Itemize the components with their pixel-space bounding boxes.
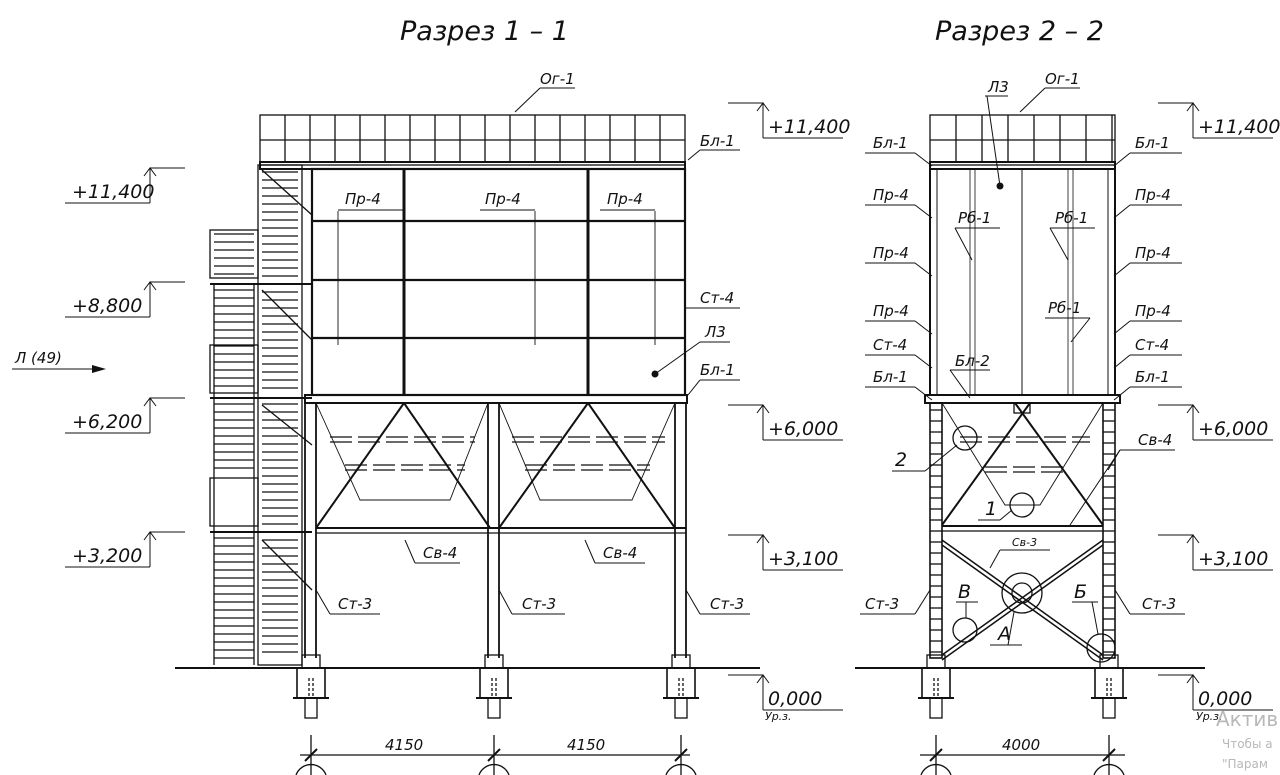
l3-label-2: Л3 — [987, 78, 1009, 96]
sv3-label: Св-3 — [1012, 536, 1037, 549]
right-part-label-0: Бл-1 — [1135, 134, 1170, 152]
section-1-labels: Ог-1 Бл-1 Пр-4 Пр-4 Пр-4 Ст-4 Л3 Бл-1 Св… — [12, 70, 850, 754]
right-part-labels: Бл-1Пр-4Пр-4Пр-4Ст-4Бл-1 — [1113, 134, 1182, 401]
callout-2: 2 — [895, 449, 907, 471]
section-1-title: Разрез 1 – 1 — [400, 16, 569, 47]
level-right-2: +3,100 — [768, 548, 838, 570]
stair-tower — [257, 164, 303, 666]
callout-v: В — [958, 581, 971, 603]
view-arrow-label: Л (49) — [14, 349, 62, 367]
level-right-2-3: 0,000 — [1198, 688, 1252, 710]
level-left-0: +11,400 — [72, 181, 154, 203]
st3-label-c: Ст-3 — [710, 595, 744, 613]
right-part-label-3: Пр-4 — [1135, 302, 1171, 320]
activation-watermark-line2: Чтобы а — [1222, 737, 1273, 751]
st3-label-b: Ст-3 — [522, 595, 556, 613]
dim-label-b: 4150 — [567, 736, 605, 754]
callout-1: 1 — [985, 498, 997, 520]
rb1-label-c: Рб-1 — [1048, 299, 1081, 317]
left-part-label-2: Пр-4 — [873, 244, 909, 262]
dim-label-a: 4150 — [385, 736, 423, 754]
right-part-label-1: Пр-4 — [1135, 186, 1171, 204]
og1-label: Ог-1 — [540, 70, 575, 88]
st3-label-2a: Ст-3 — [865, 595, 899, 613]
st3-label-a: Ст-3 — [338, 595, 372, 613]
activation-watermark: Актив — [1216, 707, 1279, 731]
left-part-label-4: Ст-4 — [873, 336, 907, 354]
st4-label: Ст-4 — [700, 289, 734, 307]
right-level-marks-2: +11,400 +6,000 +3,100 0,000 — [1158, 102, 1280, 711]
pr4-label-b: Пр-4 — [485, 190, 521, 208]
left-part-label-0: Бл-1 — [873, 134, 908, 152]
level-right-1: +6,000 — [768, 418, 838, 440]
left-part-labels: Бл-1Пр-4Пр-4Пр-4Ст-4Бл-1 — [865, 134, 933, 401]
sv4-label-2: Св-4 — [1138, 431, 1172, 449]
activation-watermark-line3: "Парам — [1222, 757, 1268, 771]
right-part-label-2: Пр-4 — [1135, 244, 1171, 262]
level-left-3: +3,200 — [72, 545, 142, 567]
bl2-label: Бл-2 — [955, 352, 990, 370]
left-part-label-3: Пр-4 — [873, 302, 909, 320]
level-left-2: +6,200 — [72, 411, 142, 433]
st3-label-2b: Ст-3 — [1142, 595, 1176, 613]
sv4-label-b: Св-4 — [603, 544, 637, 562]
section-1-drawing — [175, 114, 760, 775]
bl1-label-b: Бл-1 — [700, 361, 735, 379]
og1-label-2: Ог-1 — [1045, 70, 1080, 88]
roof-railing-posts — [284, 115, 661, 162]
left-part-label-1: Пр-4 — [873, 186, 909, 204]
level-left-1: +8,800 — [72, 295, 142, 317]
pr4-label-c: Пр-4 — [607, 190, 643, 208]
right-part-label-5: Бл-1 — [1135, 368, 1170, 386]
ground-label-2: Ур.з. — [1196, 710, 1223, 723]
left-part-label-5: Бл-1 — [873, 368, 908, 386]
pr4-label-a: Пр-4 — [345, 190, 381, 208]
dim-label-2: 4000 — [1002, 736, 1040, 754]
right-level-marks: +11,400 +6,000 +3,100 0,000 — [728, 102, 850, 711]
bunker-base — [304, 394, 688, 404]
section-2-labels: Ог-1 Л3 Бл-1Пр-4Пр-4Пр-4Ст-4Бл-1 Бл-1Пр-… — [860, 70, 1280, 754]
level-right-2-1: +6,000 — [1198, 418, 1268, 440]
sv4-label-a: Св-4 — [423, 544, 457, 562]
rb1-label-b: Рб-1 — [1055, 209, 1088, 227]
ground-label: Ур.з. — [765, 710, 792, 723]
bl1-label: Бл-1 — [700, 132, 735, 150]
callout-a: А — [996, 623, 1011, 645]
level-right-2-2: +3,100 — [1198, 548, 1268, 570]
right-part-label-4: Ст-4 — [1135, 336, 1169, 354]
callout-b: Б — [1074, 581, 1087, 603]
level-right-2-0: +11,400 — [1198, 116, 1280, 138]
level-right-0: +11,400 — [768, 116, 850, 138]
left-level-marks: +11,400 +8,800 +6,200 +3,200 — [65, 167, 185, 568]
l3-label: Л3 — [704, 323, 726, 341]
rb1-label-a: Рб-1 — [958, 209, 991, 227]
section-2-title: Разрез 2 – 2 — [935, 16, 1104, 47]
section-2-drawing — [855, 114, 1205, 775]
level-right-3: 0,000 — [768, 688, 822, 710]
stair-treads — [213, 171, 298, 665]
